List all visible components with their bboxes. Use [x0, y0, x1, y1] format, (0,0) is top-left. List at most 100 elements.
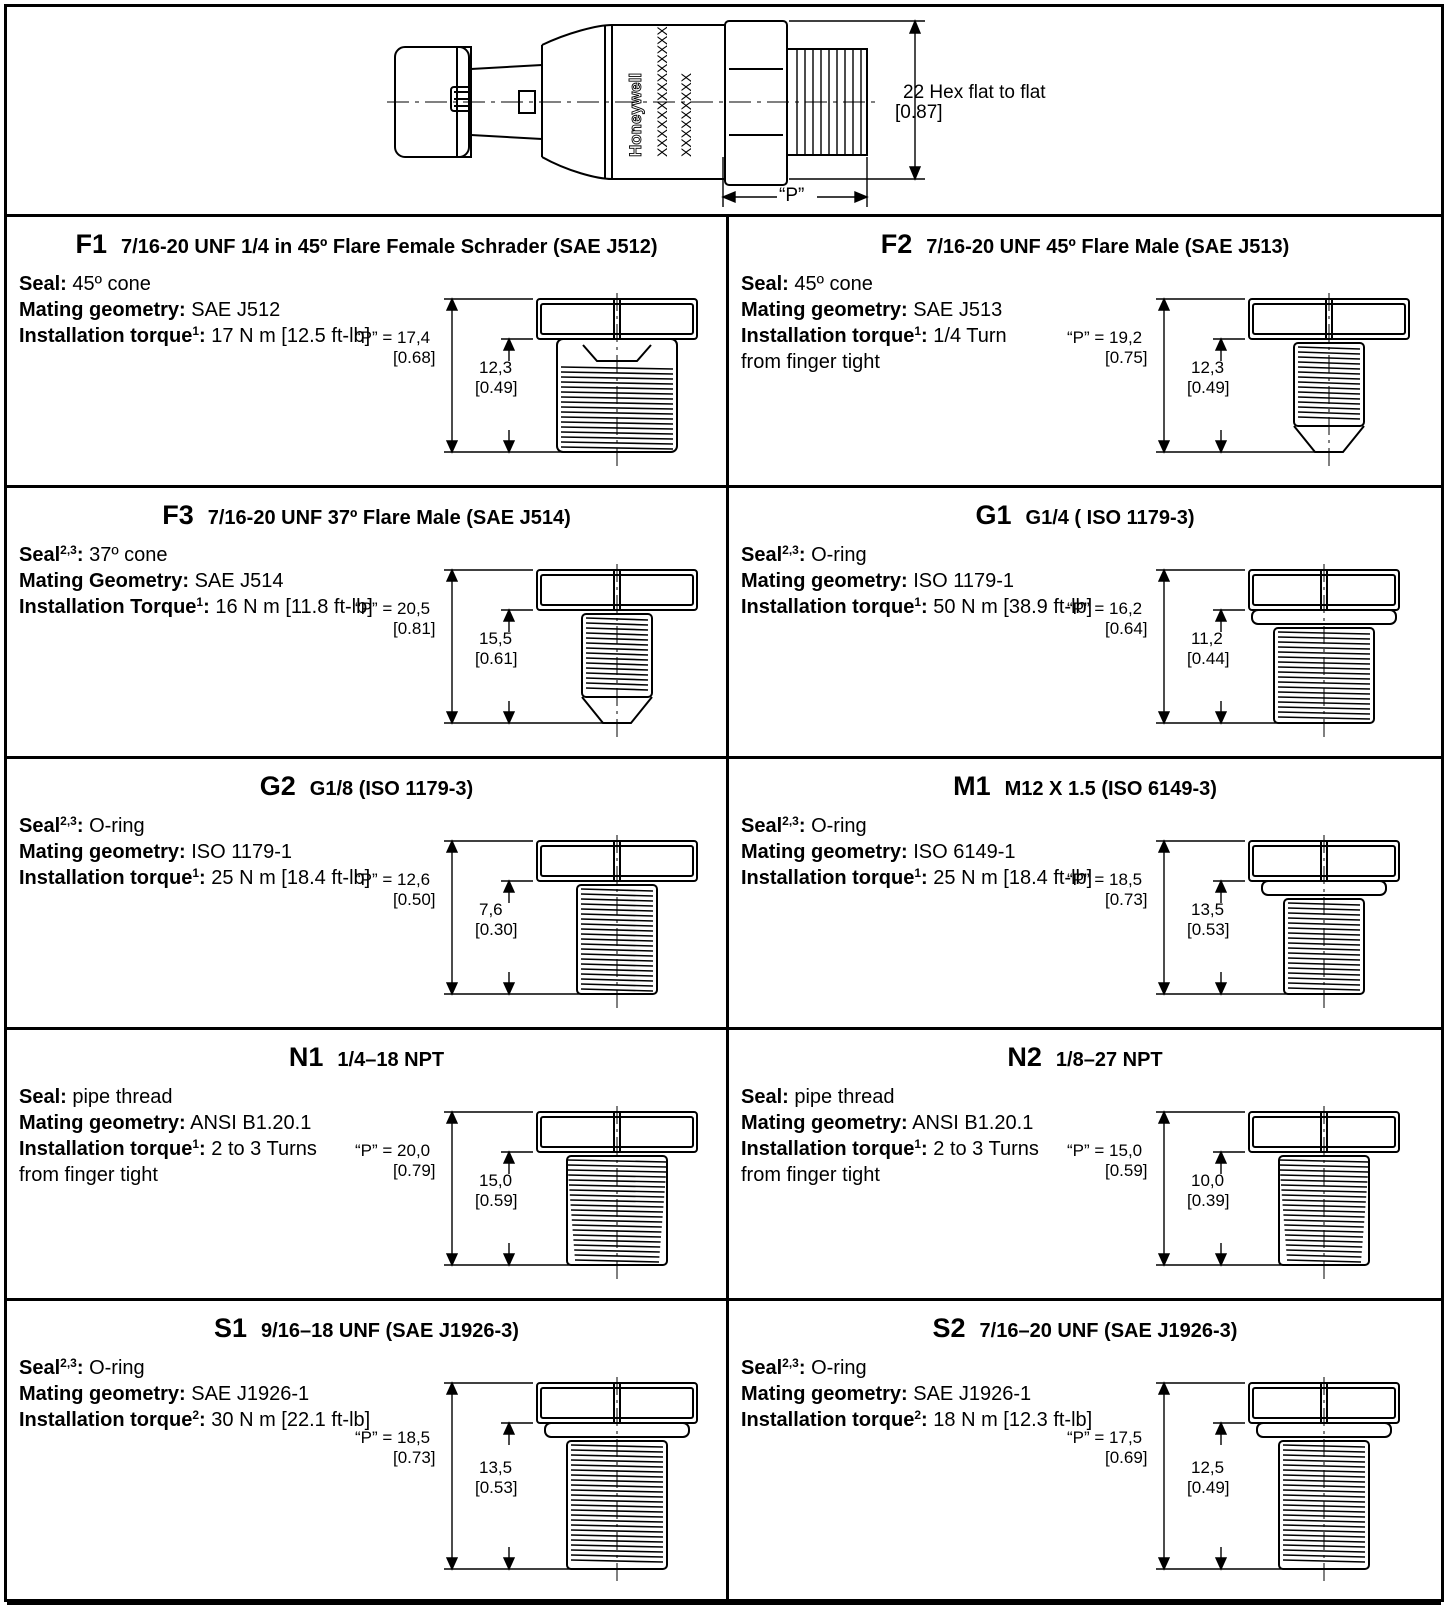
torque-label: Installation torque	[741, 1138, 915, 1160]
thread-line	[585, 682, 649, 686]
seal-label: Seal	[19, 1357, 61, 1379]
p-length-inch: [0.68]	[393, 347, 436, 367]
option-specs: Seal2,3: O-ring Mating geometry: ISO 614…	[741, 813, 1092, 891]
dimension-lines	[444, 1381, 609, 1571]
thread-length-mm: 13,5	[1191, 899, 1225, 919]
thread-length-mm: 15,0	[479, 1170, 513, 1190]
t-arrow-bottom	[502, 440, 516, 454]
thread-line	[570, 1529, 664, 1533]
option-description: 7/16–20 UNF (SAE J1926-3)	[979, 1320, 1238, 1342]
p-arrow-bottom	[1157, 1253, 1171, 1267]
brand-label: Honeywell	[626, 73, 645, 157]
torque-label: Installation torque	[741, 596, 915, 618]
torque-value: 17 N m [12.5 ft-lb]	[205, 325, 371, 347]
option-code: G2	[259, 771, 296, 801]
fitting-drawing	[1156, 1377, 1400, 1583]
thread-line	[1297, 381, 1361, 385]
seal-value: 45º cone	[788, 273, 873, 295]
option-specs: Seal2,3: O-ring Mating geometry: SAE J19…	[741, 1355, 1092, 1433]
dimension-lines	[1156, 568, 1316, 725]
t-arrow-top	[502, 337, 516, 351]
p-arrow-bottom	[1157, 982, 1171, 996]
seal-label: Seal:	[19, 273, 67, 295]
option-code: F2	[880, 229, 913, 259]
t-arrow-top	[1214, 337, 1228, 351]
thread-length-inch: [0.49]	[475, 377, 518, 397]
option-code: F3	[162, 500, 194, 530]
torque-value: 25 N m [18.4 ft-lb]	[205, 867, 371, 889]
p-length-mm: “P” = 20,5	[355, 598, 431, 618]
seal-value: O-ring	[83, 815, 145, 837]
torque-label: Installation torque	[741, 1409, 915, 1431]
thread-line	[580, 948, 654, 952]
mating-value: ISO 1179-1	[185, 841, 293, 863]
mating-spec: Mating geometry: SAE J513	[741, 297, 1007, 323]
thread-line	[1297, 411, 1361, 415]
p-arrow-bottom	[1157, 440, 1171, 454]
torque-colon: :	[203, 596, 210, 618]
mating-value: SAE J1926-1	[185, 1383, 310, 1405]
torque-spec: Installation torque2: 18 N m [12.3 ft-lb…	[741, 1407, 1092, 1433]
p-arrow-bottom	[445, 982, 459, 996]
torque-colon: :	[199, 1409, 206, 1431]
hex-nut	[724, 20, 788, 186]
seal-footnote: 2,3	[782, 543, 799, 557]
mating-value: ANSI B1.20.1	[185, 1112, 312, 1134]
seal-footnote: 2,3	[782, 814, 799, 828]
p-arrow-bottom	[445, 1253, 459, 1267]
fitting-drawing	[444, 1377, 698, 1583]
option-title: F3 7/16-20 UNF 37º Flare Male (SAE J514)	[7, 500, 726, 531]
torque-footnote: 1	[192, 1137, 200, 1151]
p-length-inch: [0.59]	[1105, 1160, 1148, 1180]
t-arrow-bottom	[502, 1253, 516, 1267]
torque-label: Installation torque	[741, 325, 915, 347]
option-description: G1/4 ( ISO 1179-3)	[1025, 507, 1195, 529]
mating-spec: Mating geometry: ISO 1179-1	[19, 839, 370, 865]
option-code: S1	[214, 1313, 248, 1343]
thread-length-mm: 11,2	[1191, 628, 1223, 648]
mating-label: Mating geometry:	[19, 1383, 186, 1405]
seal-label: Seal:	[741, 1086, 789, 1108]
mating-label: Mating geometry:	[19, 1112, 186, 1134]
mating-label: Mating geometry:	[741, 1383, 908, 1405]
t-arrow-bottom	[1214, 982, 1228, 996]
option-description: 1/4–18 NPT	[337, 1049, 445, 1071]
seal-value: O-ring	[83, 1357, 145, 1379]
dimension-lines	[444, 1110, 609, 1267]
thread-length-mm: 12,3	[1191, 357, 1225, 377]
torque-footnote: 1	[914, 866, 922, 880]
thread-line	[1287, 917, 1361, 921]
option-specs: Seal2,3: O-ring Mating geometry: ISO 117…	[741, 542, 1092, 620]
p-arrow-top	[1157, 839, 1171, 853]
thread-line	[570, 1559, 664, 1563]
t-arrow-bottom	[502, 982, 516, 996]
thread-line	[570, 1459, 664, 1463]
p-arrow-top	[1157, 1110, 1171, 1124]
seal-label: Seal:	[19, 1086, 67, 1108]
torque-colon: :	[199, 325, 206, 347]
mating-label: Mating Geometry:	[19, 570, 190, 592]
thread-line	[580, 978, 654, 982]
option-code: N1	[288, 1042, 324, 1072]
torque-label: Installation torque	[19, 1409, 193, 1431]
thread-line	[1297, 406, 1361, 410]
t-arrow-top	[1214, 879, 1228, 893]
torque-spec: Installation torque2: 30 N m [22.1 ft-lb…	[19, 1407, 370, 1433]
fitting-drawing	[1156, 1106, 1400, 1279]
p-arrow-top	[445, 1110, 459, 1124]
option-description: 7/16-20 UNF 37º Flare Male (SAE J514)	[207, 507, 571, 529]
dimension-lines	[444, 297, 609, 454]
thread-line	[585, 622, 649, 626]
torque-footnote: 1	[914, 324, 922, 338]
thread-line	[1287, 977, 1361, 981]
torque-footnote: 1	[914, 1137, 922, 1151]
mating-spec: Mating Geometry: SAE J514	[19, 568, 373, 594]
